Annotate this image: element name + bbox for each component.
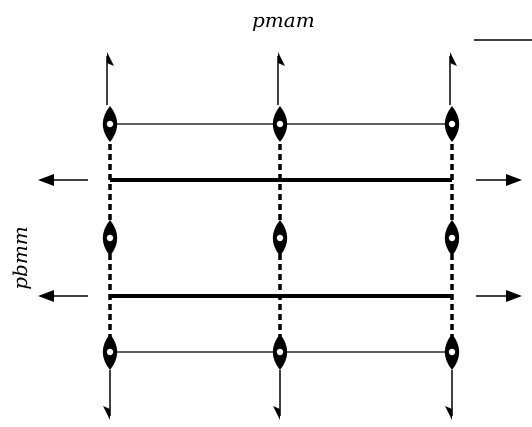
half-arrow-top-right — [449, 52, 457, 105]
half-arrow-bottom-right — [445, 370, 453, 420]
top-label: pmam — [252, 8, 315, 32]
nodes-group — [102, 106, 460, 370]
node-middle-right-icon — [444, 220, 460, 256]
arrow-left-upper — [38, 174, 88, 186]
node-bottom-left-icon — [102, 334, 118, 370]
half-arrow-top-left — [106, 52, 114, 105]
node-bottom-right-icon — [444, 334, 460, 370]
half-arrow-bottom-middle — [273, 370, 281, 420]
node-top-center-icon — [272, 106, 288, 142]
side-label: pbmm — [8, 226, 32, 290]
node-top-right-icon — [444, 106, 460, 142]
arrow-right-lower — [476, 290, 522, 302]
node-middle-center-icon — [272, 220, 288, 256]
half-arrow-top-middle — [277, 52, 285, 105]
node-middle-left-icon — [102, 220, 118, 256]
arrow-right-upper — [476, 174, 522, 186]
node-bottom-center-icon — [272, 334, 288, 370]
arrow-left-lower — [38, 290, 88, 302]
half-arrow-bottom-left — [103, 370, 111, 420]
node-top-left-icon — [102, 106, 118, 142]
